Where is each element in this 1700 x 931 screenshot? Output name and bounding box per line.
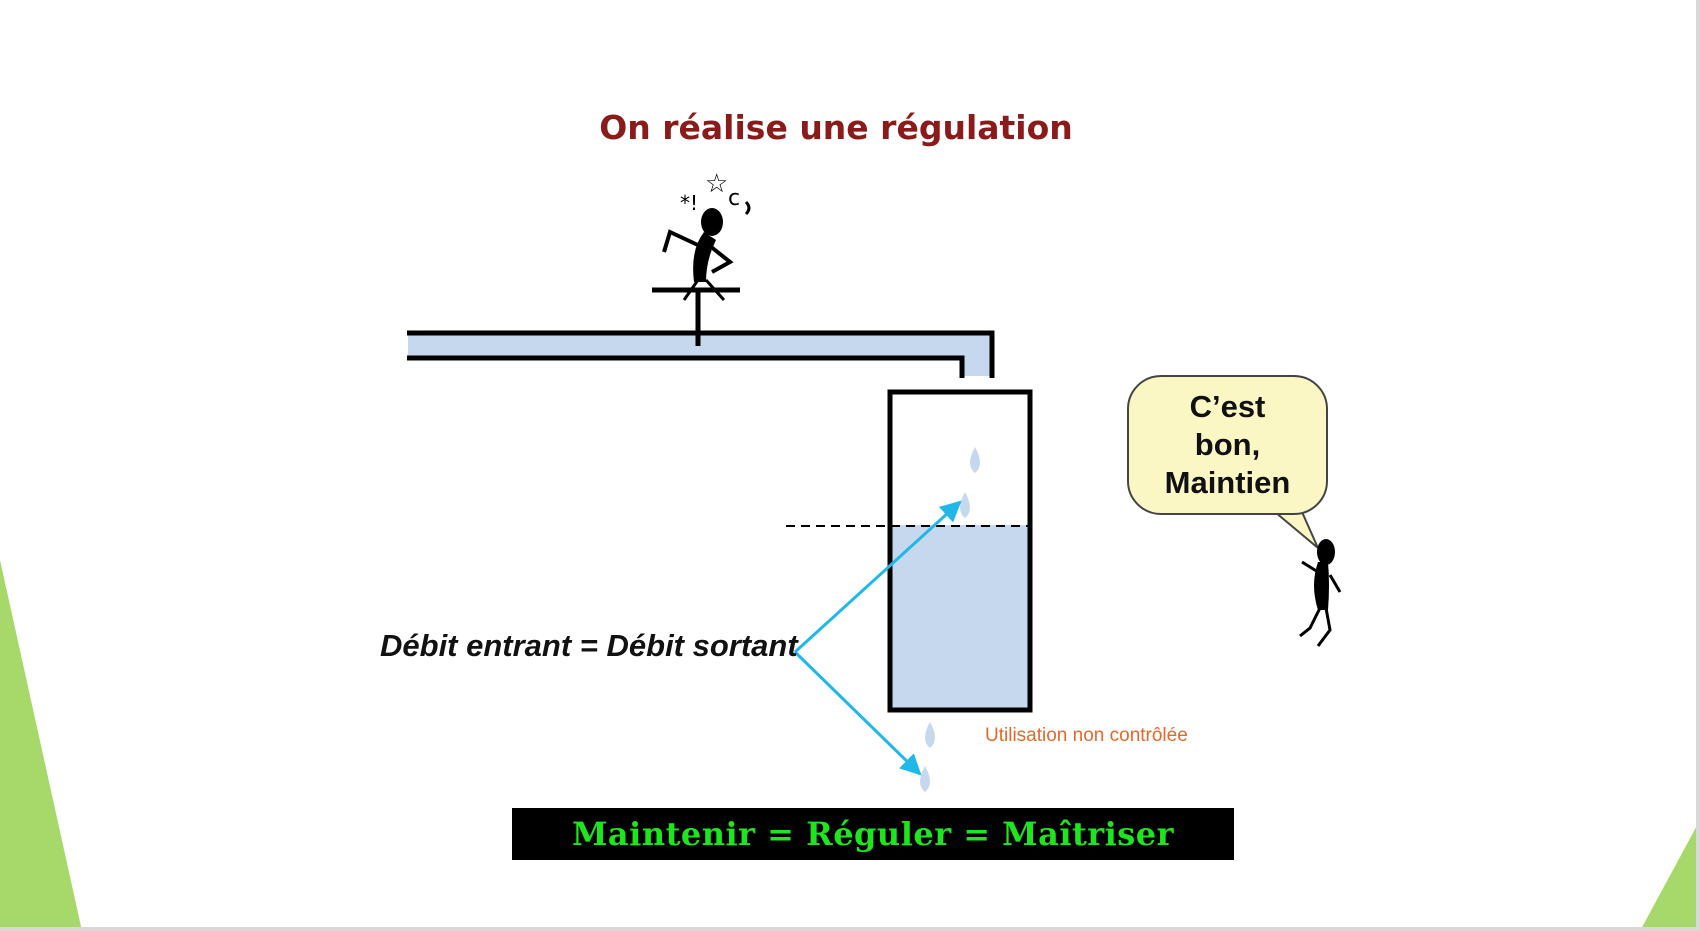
valve [652,287,740,346]
speech-line-1: C’est [1189,389,1266,424]
arrow-to-outflow [793,650,922,776]
supply-pipe [407,330,995,378]
water-drop-icon [920,447,980,792]
flow-balance-equation: Débit entrant = Débit sortant [380,628,798,663]
conclusion-banner: Maintenir = Réguler = Maîtriser [512,808,1234,860]
standing-figure-icon [1299,539,1342,647]
banner-text: Maintenir = Réguler = Maîtriser [572,815,1174,853]
speech-bubble-tail [1272,511,1319,549]
arrow-to-inflow [793,500,962,654]
speech-line-3: Maintien [1164,465,1291,500]
tank [786,389,1033,713]
speech-line-2: bon, [1194,427,1261,462]
svg-text:c: c [728,186,740,211]
svg-text:☆: ☆ [705,169,728,199]
usage-label: Utilisation non contrôlée [985,725,1188,746]
svg-text:*!: *! [680,191,698,215]
slide-title: On réalise une régulation [599,108,1073,147]
speech-bubble: C’est bon, Maintien [1127,375,1328,515]
stressed-figure-turning-valve-icon: *! ☆ c [662,169,751,302]
